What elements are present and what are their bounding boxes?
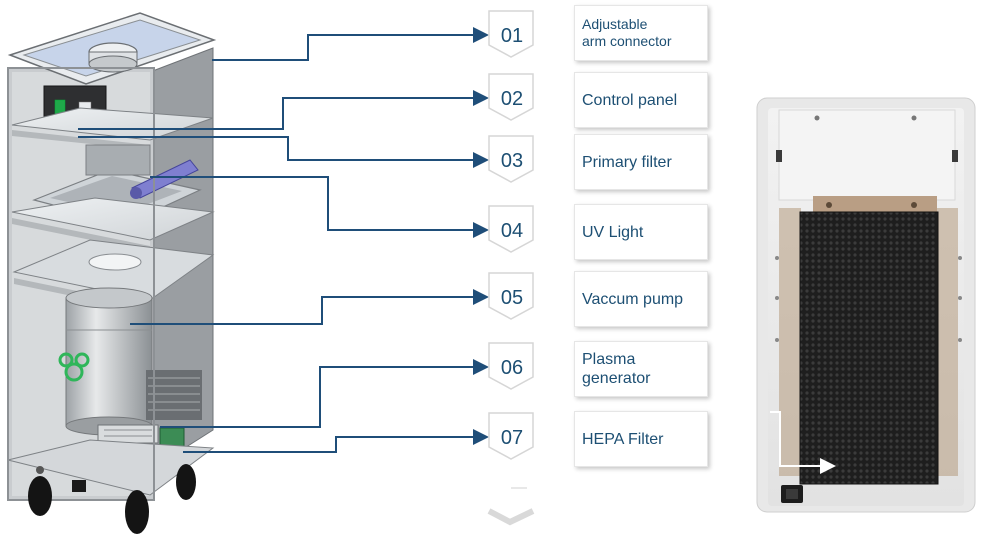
step-badge-04: 04 (488, 205, 534, 253)
leader-line-07 (183, 429, 489, 453)
step-markers: 01 02 03 04 05 06 07 (487, 10, 535, 526)
uv-light-graphic (130, 159, 199, 199)
step-number: 02 (501, 88, 523, 110)
component-label-box: HEPA Filter (574, 411, 708, 467)
leader-lines (78, 27, 489, 453)
leader-line-02 (78, 90, 489, 130)
component-label: Adjustable arm connector (582, 16, 672, 49)
step-badge-02: 02 (488, 73, 534, 121)
vacuum-pump-graphic (65, 287, 153, 436)
step-badge-07: 07 (488, 412, 534, 460)
component-label-box: UV Light (574, 204, 708, 260)
component-label: Control panel (582, 91, 678, 109)
leader-line-06 (160, 359, 489, 428)
step-badge-03: 03 (488, 135, 534, 183)
filter-mesh (799, 211, 939, 485)
chevron-badge-icon (488, 135, 534, 183)
component-label: Plasma generator (582, 351, 651, 387)
leader-line-03 (78, 136, 489, 168)
component-label-box: Control panel (574, 72, 708, 128)
component-label-box: Vaccum pump (574, 271, 708, 327)
chevron-badge-icon (487, 508, 535, 526)
leader-line-04 (150, 176, 489, 238)
step-number: 05 (501, 287, 523, 309)
component-label-box: Adjustable arm connector (574, 5, 708, 61)
step-number: 04 (501, 220, 523, 242)
caster-wheels (28, 464, 196, 534)
chevron-badge-icon (488, 412, 534, 460)
hepa-filter-photo (756, 97, 976, 513)
step-number: 03 (501, 150, 523, 172)
step-number: 06 (501, 357, 523, 379)
chevron-badge-icon (488, 73, 534, 121)
chevron-badge-icon (488, 10, 534, 58)
vent-grille (146, 370, 202, 420)
step-badge-06: 06 (488, 342, 534, 390)
recycle-logo-icon (58, 352, 90, 382)
arrow-right-icon (770, 411, 836, 474)
component-label: Primary filter (582, 153, 672, 171)
step-badge-01: 01 (488, 10, 534, 58)
component-label-box: Primary filter (574, 134, 708, 190)
chevron-badge-icon (488, 342, 534, 390)
cabinet-illustration (7, 12, 217, 534)
component-label: UV Light (582, 223, 644, 241)
component-label-box: Plasma generator (574, 341, 708, 397)
chevron-badge-icon (488, 272, 534, 320)
component-label: HEPA Filter (582, 430, 664, 448)
chevron-badge-icon (488, 205, 534, 253)
leader-line-01 (212, 27, 489, 61)
component-label: Vaccum pump (582, 290, 684, 308)
leader-line-05 (130, 289, 489, 325)
step-number: 07 (501, 427, 523, 449)
step-badge-05: 05 (488, 272, 534, 320)
step-number: 01 (501, 25, 523, 47)
